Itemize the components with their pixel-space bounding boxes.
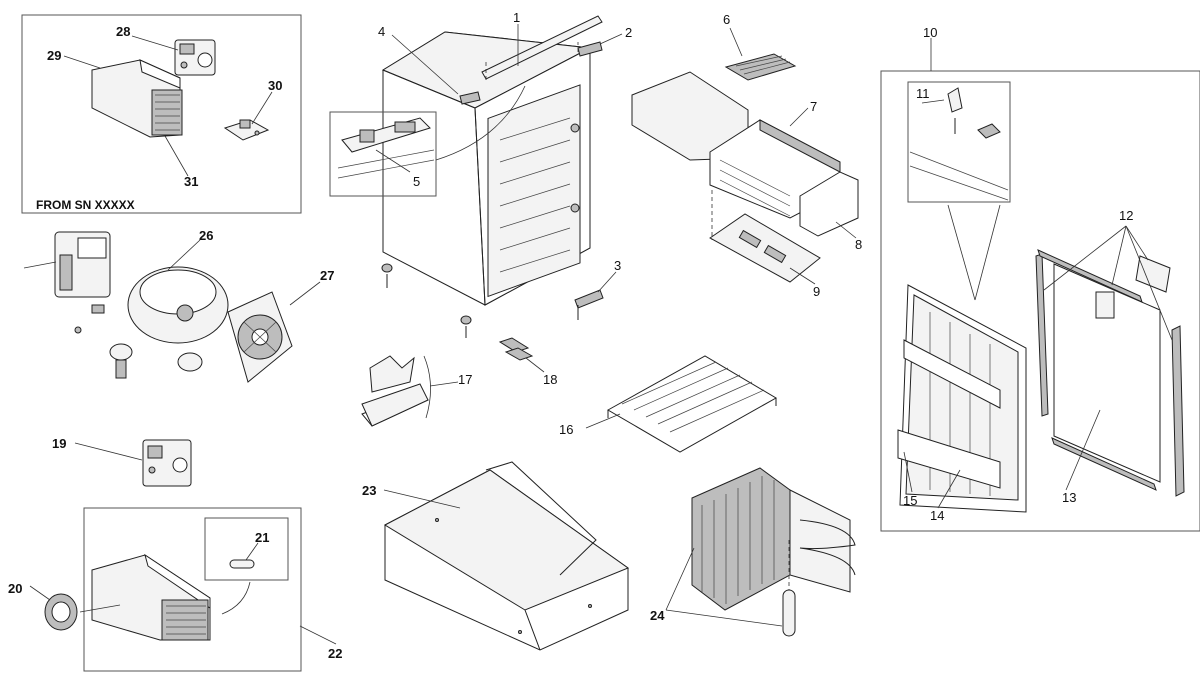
callout-7: 7 xyxy=(810,99,817,114)
callout-20: 20 xyxy=(8,581,22,596)
callout-5: 5 xyxy=(413,174,420,189)
callout-22: 22 xyxy=(328,646,342,661)
part-27-fan xyxy=(227,291,293,383)
part-30-module xyxy=(223,119,270,141)
part-13-door-panel xyxy=(1053,263,1161,483)
callout-14: 14 xyxy=(930,508,944,523)
callout-15: 15 xyxy=(903,493,917,508)
callout-27: 27 xyxy=(320,268,334,283)
part-24-condenser xyxy=(691,467,856,637)
callout-26: 26 xyxy=(199,228,213,243)
part-21-pin xyxy=(229,559,255,569)
callout-30: 30 xyxy=(268,78,282,93)
callout-6: 6 xyxy=(723,12,730,27)
part-12-gaskets xyxy=(1035,249,1185,497)
detail-frame-22 xyxy=(83,507,302,672)
callout-3: 3 xyxy=(614,258,621,273)
detail-frame-10 xyxy=(880,70,1200,532)
part-22-electronic-cover xyxy=(91,553,211,641)
part-14-door-panel xyxy=(897,284,1027,513)
callout-4: 4 xyxy=(378,24,385,39)
callout-24: 24 xyxy=(650,608,665,623)
part-8-door-flap xyxy=(799,171,859,237)
part-4-bracket xyxy=(459,91,481,105)
callout-31: 31 xyxy=(184,174,198,189)
callout-29: 29 xyxy=(47,48,61,63)
callout-1: 1 xyxy=(513,10,520,25)
part-5-control-label xyxy=(337,117,435,179)
callout-13: 13 xyxy=(1062,490,1076,505)
part-1-rail xyxy=(481,15,603,80)
part-23-bottom-cover xyxy=(383,461,630,651)
callout-23: 23 xyxy=(362,483,376,498)
callout-12: 12 xyxy=(1119,208,1133,223)
detail-frame-21 xyxy=(204,517,289,581)
part-19-relay xyxy=(142,439,192,487)
callout-19: 19 xyxy=(52,436,66,451)
part-cabinet xyxy=(381,31,592,306)
part-18-hinge-blocks xyxy=(498,337,534,361)
detail-frame-11 xyxy=(907,81,1011,203)
callout-18: 18 xyxy=(543,372,557,387)
part-2-bracket xyxy=(577,41,603,57)
part-11-latch xyxy=(909,87,1009,201)
part-17-ice-tray xyxy=(361,355,429,427)
part-16-wire-shelf xyxy=(606,355,778,453)
callout-9: 9 xyxy=(813,284,820,299)
callout-16: 16 xyxy=(559,422,573,437)
detail-frame-sn xyxy=(21,14,302,214)
part-29-electronic-cover xyxy=(91,59,183,138)
callout-2: 2 xyxy=(625,25,632,40)
part-3-bracket xyxy=(574,289,604,309)
callout-11: 11 xyxy=(916,86,930,101)
callout-28: 28 xyxy=(116,24,130,39)
callout-17: 17 xyxy=(458,372,472,387)
cabinet-feet xyxy=(381,263,579,338)
callout-10: 10 xyxy=(923,25,937,40)
detail-frame-5 xyxy=(329,111,437,197)
serial-note: FROM SN XXXXX xyxy=(36,198,135,212)
part-9-drip-tray xyxy=(709,213,821,283)
part-28-relay xyxy=(174,39,216,76)
part-26-compressor xyxy=(54,231,229,379)
callout-8: 8 xyxy=(855,237,862,252)
part-20-knob xyxy=(44,593,78,631)
part-6-grille xyxy=(724,53,797,81)
callout-21: 21 xyxy=(255,530,269,545)
